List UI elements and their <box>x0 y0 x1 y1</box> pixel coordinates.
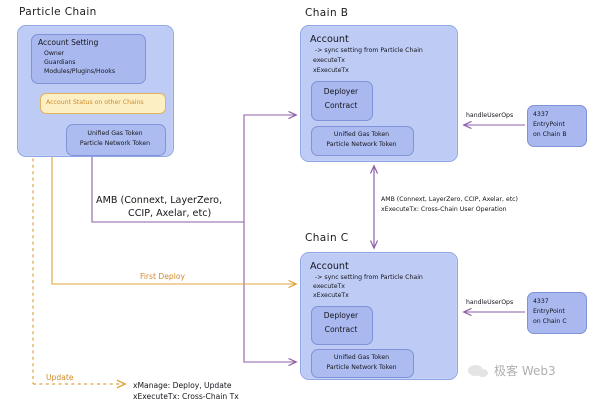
chain-b-deployer-line-1: Deployer <box>323 87 359 96</box>
account-setting-heading: Account Setting <box>38 38 99 47</box>
chain-c-deployer-box[interactable] <box>311 306 373 345</box>
watermark: 极客 Web3 <box>468 362 556 379</box>
update-label: Update <box>46 373 74 382</box>
chain-b-handleuserops-label: handleUserOps <box>466 112 514 119</box>
chain-c-entrypoint-box[interactable] <box>527 292 587 334</box>
chain-b-entrypoint-box[interactable] <box>527 105 587 147</box>
chain-c-entrypoint-line-3: on Chain C <box>533 318 567 325</box>
particle-token-line-1: Unified Gas Token <box>87 130 143 137</box>
chain-c-token-box[interactable] <box>311 349 414 378</box>
amb-left-label-line-2: CCIP, Axelar, etc) <box>128 208 212 219</box>
chain-c-token-line-1: Unified Gas Token <box>333 354 390 361</box>
account-setting-line-modules: Modules/Plugins/Hooks <box>44 68 116 75</box>
chain-c-account-heading: Account <box>310 261 349 272</box>
chain-c-entrypoint-line-1: 4337 <box>533 298 549 305</box>
chain-b-entrypoint-line-2: EntryPoint <box>533 121 565 128</box>
chain-c-entrypoint-line-2: EntryPoint <box>533 308 565 315</box>
chain-b-account-line-executetx: executeTx <box>313 57 345 64</box>
title-chain-b: Chain B <box>305 7 349 19</box>
chain-c-token-line-2: Particle Network Token <box>326 364 397 371</box>
chain-c-deployer-line-1: Deployer <box>323 311 359 320</box>
chain-b-entrypoint-line-1: 4337 <box>533 111 549 118</box>
chain-b-account-line-xexecutetx: xExecuteTx <box>313 67 349 74</box>
chain-c-handleuserops-label: handleUserOps <box>466 299 514 306</box>
legend-line-2: xExecuteTx: Cross-Chain Tx <box>133 392 239 401</box>
particle-token-box[interactable] <box>66 124 166 156</box>
account-status-label: Account Status on other Chains <box>46 99 144 106</box>
first-deploy-label: First Deploy <box>140 272 185 281</box>
chain-c-account-line-sync: -> sync setting from Particle Chain <box>315 274 423 281</box>
particle-token-line-2: Particle Network Token <box>79 140 151 147</box>
chain-c-account-line-executetx: executeTx <box>313 283 345 290</box>
amb-left-label-line-1: AMB (Connext, LayerZero, <box>96 195 223 206</box>
chain-c-account-line-xexecutetx: xExecuteTx <box>313 292 349 299</box>
account-setting-line-guardians: Guardians <box>44 59 76 66</box>
amb-right-label-line-1: AMB (Connext, LayerZero, CCIP, Axelar, e… <box>381 196 518 203</box>
account-setting-line-owner: Owner <box>44 50 65 57</box>
amb-right-label-line-2: xExecuteTx: Cross-Chain User Operation <box>381 206 507 213</box>
title-chain-c: Chain C <box>305 232 349 244</box>
chain-b-account-line-sync: -> sync setting from Particle Chain <box>315 47 423 54</box>
chain-c-deployer-line-2: Contract <box>324 325 358 334</box>
watermark-text: 极客 Web3 <box>494 364 556 378</box>
chain-b-deployer-line-2: Contract <box>324 101 358 110</box>
chain-b-token-line-2: Particle Network Token <box>326 141 397 148</box>
account-status-box[interactable] <box>40 93 166 114</box>
chain-b-entrypoint-line-3: on Chain B <box>533 131 567 138</box>
wechat-bubble-icon <box>468 364 490 378</box>
chain-b-deployer-box[interactable] <box>311 81 373 121</box>
edge-particle-to-chainc-tokens <box>243 222 296 362</box>
title-particle-chain: Particle Chain <box>19 6 97 18</box>
chain-b-token-box[interactable] <box>311 126 414 156</box>
legend-line-1: xManage: Deploy, Update <box>133 381 232 390</box>
chain-b-token-line-1: Unified Gas Token <box>333 131 390 138</box>
chain-b-account-heading: Account <box>310 34 349 45</box>
account-setting-box[interactable] <box>31 34 146 84</box>
